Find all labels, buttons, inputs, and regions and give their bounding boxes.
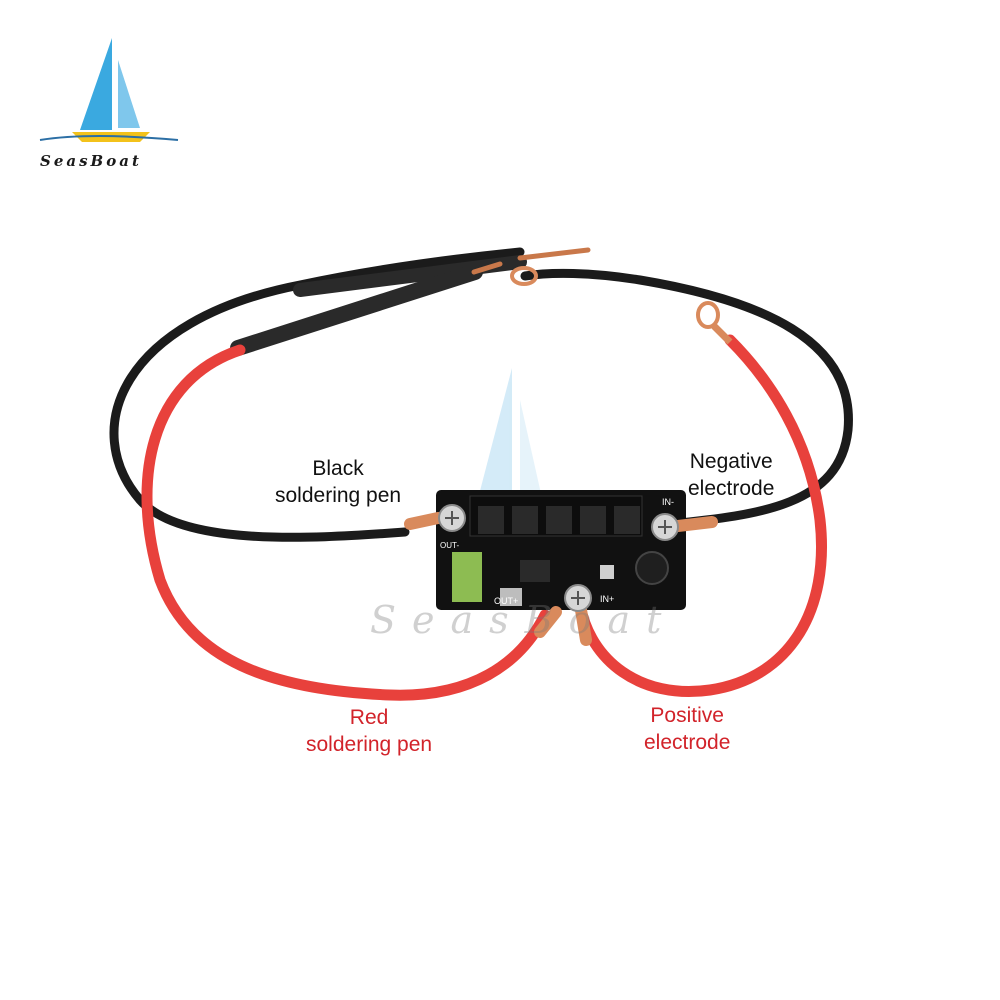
label-negative-line2: electrode [688, 477, 775, 500]
pcb-board [436, 490, 686, 610]
buzzer [635, 551, 669, 585]
logo-wave [39, 135, 179, 141]
logo-sail-left [80, 38, 112, 130]
silk-out-minus: OUT- [440, 541, 459, 550]
label-black-pen-line2: soldering pen [275, 484, 402, 507]
silk-out-plus: OUT+ [494, 596, 518, 606]
mosfet-row [469, 495, 643, 537]
label-red-pen-line2: soldering pen [306, 733, 433, 756]
label-red-pen-line1: Red [349, 706, 389, 729]
label-negative-electrode: Negative electrode [688, 448, 774, 502]
black-pen-body-2 [230, 264, 483, 356]
brand-logo-text: SeasBoat [40, 152, 142, 170]
terminal-pad [500, 588, 522, 606]
silk-in-minus: IN- [662, 497, 674, 507]
screw-terminal-bottom [534, 584, 592, 646]
label-black-pen-line1: Black [312, 457, 364, 480]
black-wire-negative [520, 268, 853, 529]
red-wire-pen [141, 344, 551, 701]
black-wire-pen [109, 247, 525, 542]
screw-terminal-right [651, 513, 718, 541]
red-wire-positive [574, 334, 827, 697]
ring-terminal-top [510, 266, 733, 345]
green-module [452, 552, 482, 602]
silk-in-plus: IN+ [600, 594, 614, 604]
pen-tip-2 [471, 261, 503, 275]
screw-terminal-left [404, 504, 466, 532]
switch [600, 565, 614, 579]
label-positive-line2: electrode [644, 731, 731, 754]
label-red-pen: Red soldering pen [306, 704, 432, 758]
watermark-text: SeasBoat [370, 598, 678, 642]
label-positive-line1: Positive [650, 704, 724, 727]
chip [520, 560, 550, 582]
label-positive-electrode: Positive electrode [644, 702, 730, 756]
label-black-pen: Black soldering pen [275, 455, 401, 509]
label-negative-line1: Negative [689, 450, 773, 473]
seasboat-logo [39, 38, 179, 142]
pen-tip-1 [517, 247, 591, 261]
logo-sail-right [118, 60, 140, 128]
